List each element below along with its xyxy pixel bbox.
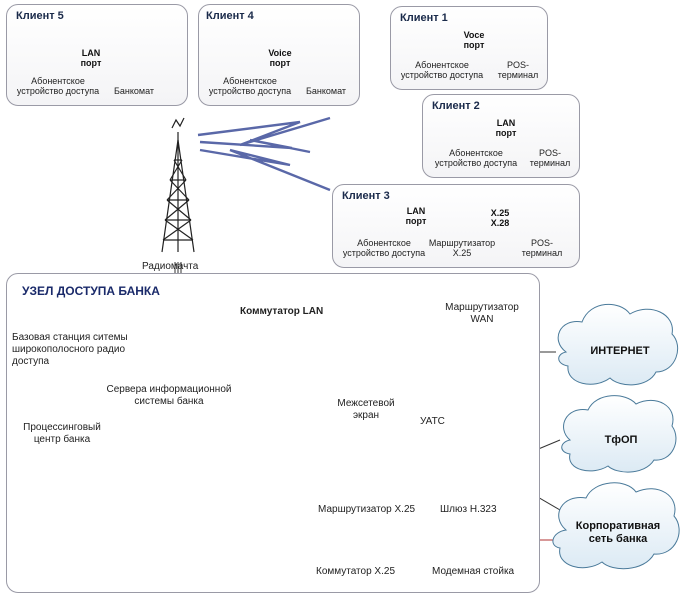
corporate-cloud-label: Корпоративная сеть банка <box>575 520 661 545</box>
corporate-cloud <box>552 482 680 570</box>
client2-port-label: LAN порт <box>495 118 517 138</box>
pstn-cloud <box>561 395 677 473</box>
bank-access-node-box <box>6 273 540 593</box>
client4-title: Клиент 4 <box>206 10 254 22</box>
client3-terminal-label: POS- терминал <box>521 238 563 258</box>
pbx-label: УАТС <box>420 416 445 427</box>
client5-port-label: LAN порт <box>80 48 102 68</box>
client4-device-label: Абонентское устройство доступа <box>208 76 292 96</box>
client2-box <box>422 94 580 178</box>
processing-center-label: Процессинговый центр банка <box>23 422 101 445</box>
client5-box <box>6 4 188 106</box>
client2-device-label: Абонентское устройство доступа <box>434 148 518 168</box>
client1-box <box>390 6 548 90</box>
client1-terminal-label: POS- терминал <box>497 60 539 80</box>
client3-port-label: LAN порт <box>405 206 427 226</box>
x25-switch-label: Коммутатор X.25 <box>316 566 395 577</box>
lan-switch-label: Коммутатор LAN <box>240 306 324 317</box>
client4-port-label: Voice порт <box>268 48 292 68</box>
client3-title: Клиент 3 <box>342 190 390 202</box>
client1-title: Клиент 1 <box>400 12 448 24</box>
client2-terminal-label: POS- терминал <box>529 148 571 168</box>
gateway-label: Шлюз H.323 <box>440 504 497 515</box>
client3-device-label: Абонентское устройство доступа <box>342 238 426 258</box>
client4-terminal-label: Банкомат <box>305 86 347 96</box>
client3-x25-label: X.25 X.28 <box>490 208 510 228</box>
info-servers-label: Сервера информационной системы банка <box>106 384 232 407</box>
radio-mast-label: Радиомачта <box>142 261 199 272</box>
firewall-label: Межсетевой экран <box>337 398 395 421</box>
base-station-label: Базовая станция ситемы широкополосного р… <box>12 332 128 367</box>
wan-router-label: Маршрутизатор WAN <box>445 302 519 325</box>
bank-access-node-title: УЗЕЛ ДОСТУПА БАНКА <box>22 284 160 298</box>
pstn-cloud-label: ТфОП <box>604 434 638 446</box>
client5-device-label: Абонентское устройство доступа <box>16 76 100 96</box>
client5-title: Клиент 5 <box>16 10 64 22</box>
internet-cloud-label: ИНТЕРНЕТ <box>590 345 650 357</box>
client1-device-label: Абонентское устройство доступа <box>400 60 484 80</box>
radio-wave-lines <box>197 116 331 192</box>
modem-rack-label: Модемная стойка <box>432 566 515 577</box>
client1-port-label: Voce порт <box>463 30 485 50</box>
internet-cloud <box>557 303 679 386</box>
client2-title: Клиент 2 <box>432 100 480 112</box>
client3-box <box>332 184 580 268</box>
client3-router-label: Маршрутизатор X.25 <box>428 238 496 258</box>
radio-mast-icon <box>161 117 195 253</box>
client5-terminal-label: Банкомат <box>113 86 155 96</box>
x25-router-label: Маршрутизатор X.25 <box>318 504 416 515</box>
client4-box <box>198 4 360 106</box>
